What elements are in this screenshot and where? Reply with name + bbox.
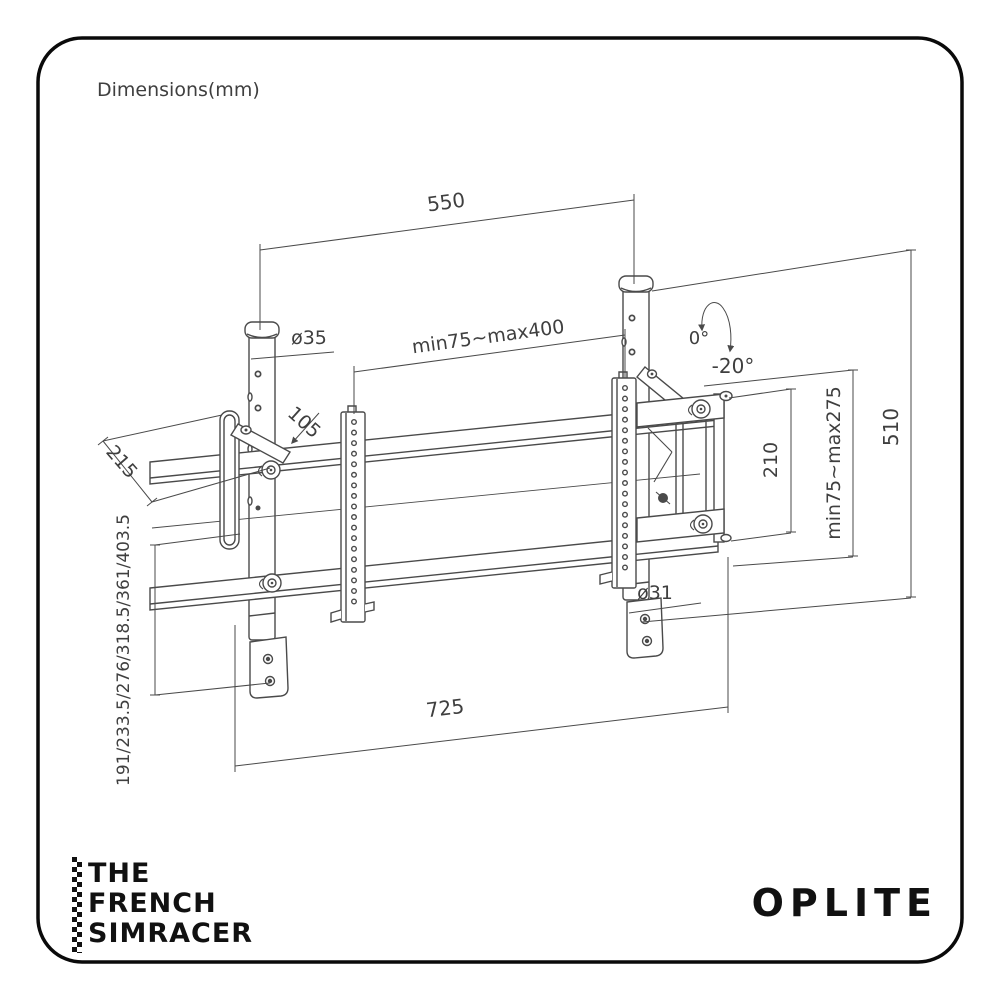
dim-510: [641, 249, 916, 623]
label-tilt-20: -20°: [712, 354, 755, 378]
rear-bar-edge: [151, 473, 701, 529]
right-logo: OPLITE: [752, 881, 938, 925]
right-pole-bracket: [626, 597, 664, 659]
leader-pole-dia: [250, 351, 335, 360]
vesa-strip-right: [599, 371, 637, 589]
dim-725: [234, 557, 729, 772]
tilt-arc: [698, 302, 735, 353]
label-tilt-0: 0°: [689, 328, 709, 349]
leader-tube-dia: [628, 602, 702, 614]
left-pole: [244, 321, 289, 699]
page-title: Dimensions(mm): [97, 79, 260, 101]
left-logo-line2: FRENCH: [88, 888, 217, 919]
label-pole-dia: ø35: [291, 327, 327, 349]
dim-550: [259, 194, 635, 330]
dim-drop-lengths: [150, 533, 271, 696]
rounded-frame: [36, 36, 964, 964]
label-drop-lengths: 191/233.5/276/318.5/361/403.5: [114, 514, 134, 786]
dimension-annotations: [97, 194, 916, 772]
left-logo-line3: SIMRACER: [88, 918, 253, 949]
left-logo: THE FRENCH SIMRACER: [72, 857, 253, 953]
vesa-strip-left: [330, 405, 375, 623]
dim-vesa-height: [703, 369, 858, 567]
left-logo-line1: THE: [88, 858, 150, 889]
label-210: 210: [760, 442, 782, 478]
left-strut: [230, 423, 291, 464]
arrow-105: [291, 412, 320, 445]
label-725: 725: [425, 694, 466, 722]
label-vesa-height: min75~max275: [823, 386, 845, 540]
label-510: 510: [879, 408, 903, 446]
dim-215: [97, 414, 271, 507]
dim-vesa-width: [353, 329, 626, 414]
label-tube-dia: ø31: [637, 582, 673, 604]
dim-210: [728, 388, 796, 542]
mount-structure: [149, 275, 733, 699]
label-550: 550: [426, 188, 467, 217]
left-pole-bracket: [249, 636, 289, 699]
